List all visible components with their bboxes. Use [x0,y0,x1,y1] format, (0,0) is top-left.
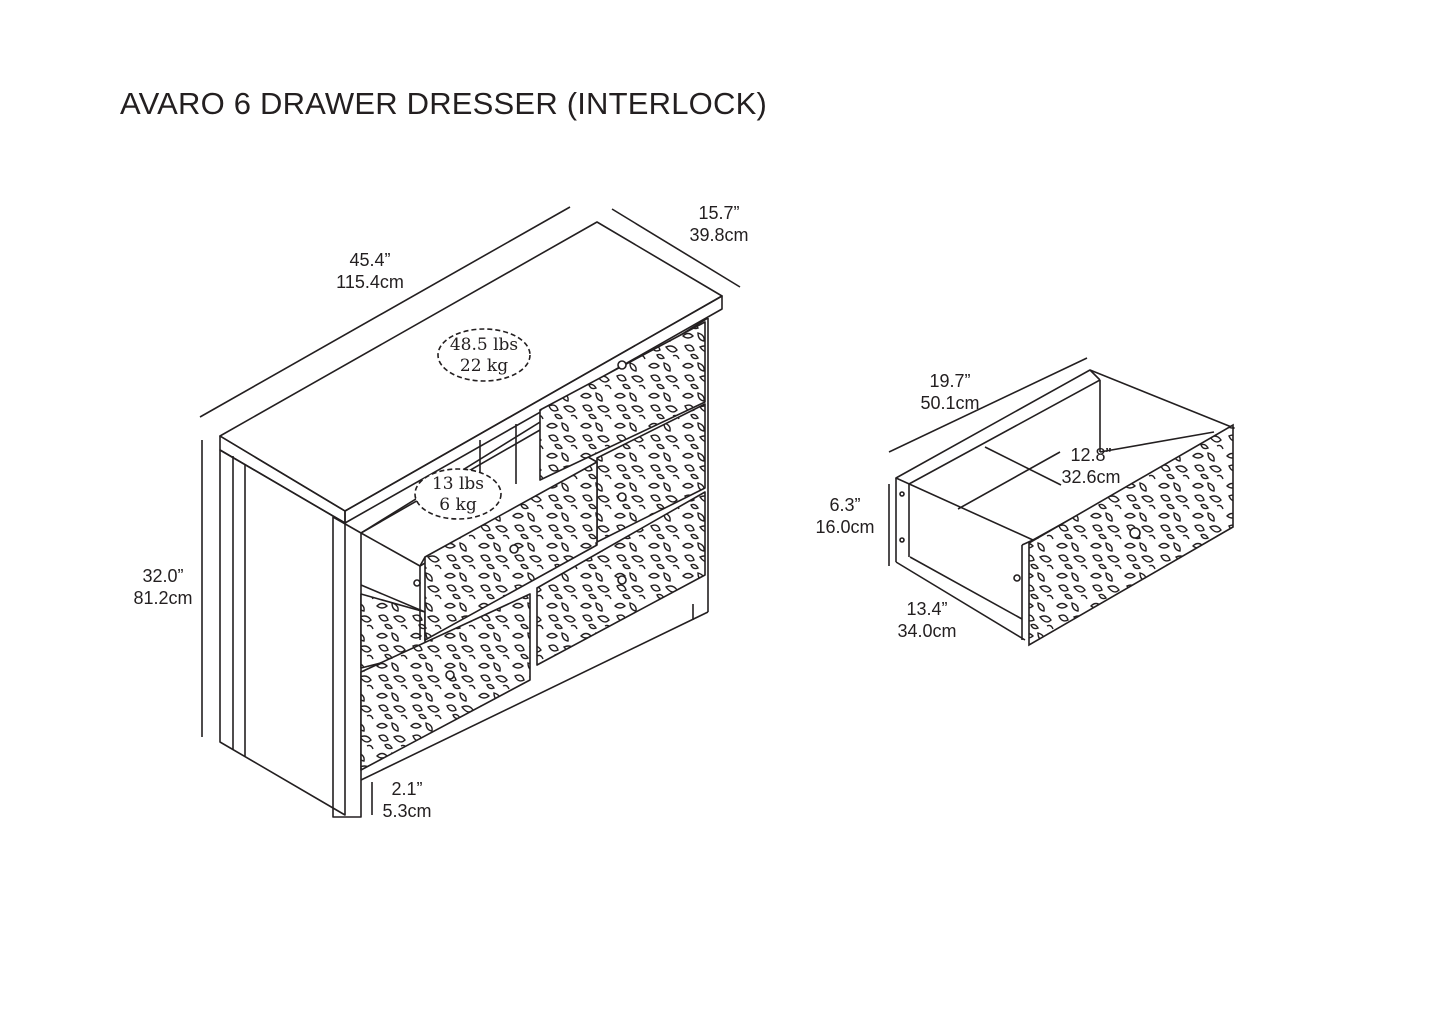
drawer-width-label: 13.4”34.0cm [897,599,957,641]
total-weight-ellipse [437,328,531,382]
dresser-depth-label: 15.7”39.8cm [689,203,749,245]
drawer-knob [1129,527,1141,539]
drawer-height-label: 6.3”16.0cm [815,495,875,537]
depth-dimension-line [611,208,741,288]
drawer-front-bottom-left [360,593,531,771]
drawer-box-outline [895,369,1235,541]
dresser-leg-height-label: 2.1”5.3cm [382,779,432,821]
drawer-depth-label: 19.7”50.1cm [920,371,980,413]
dresser-top-front-edge [219,435,346,524]
drawer-weight-ellipse [414,468,502,520]
drawer-depth-dimension-line [888,357,1088,453]
page-title: AVARO 6 DRAWER DRESSER (INTERLOCK) [120,86,767,121]
dresser-width-label: 45.4”115.4cm [336,250,404,292]
drawer-inner-width-label: 12.8”32.6cm [1061,445,1121,487]
drawer-front-top-right [539,321,706,481]
dresser-left-side-panel [219,449,346,816]
width-dimension-line [199,206,571,418]
dresser-height-label: 32.0”81.2cm [133,566,193,608]
dresser-top-right-edge [344,295,723,524]
dresser-front-left-post [332,516,362,818]
